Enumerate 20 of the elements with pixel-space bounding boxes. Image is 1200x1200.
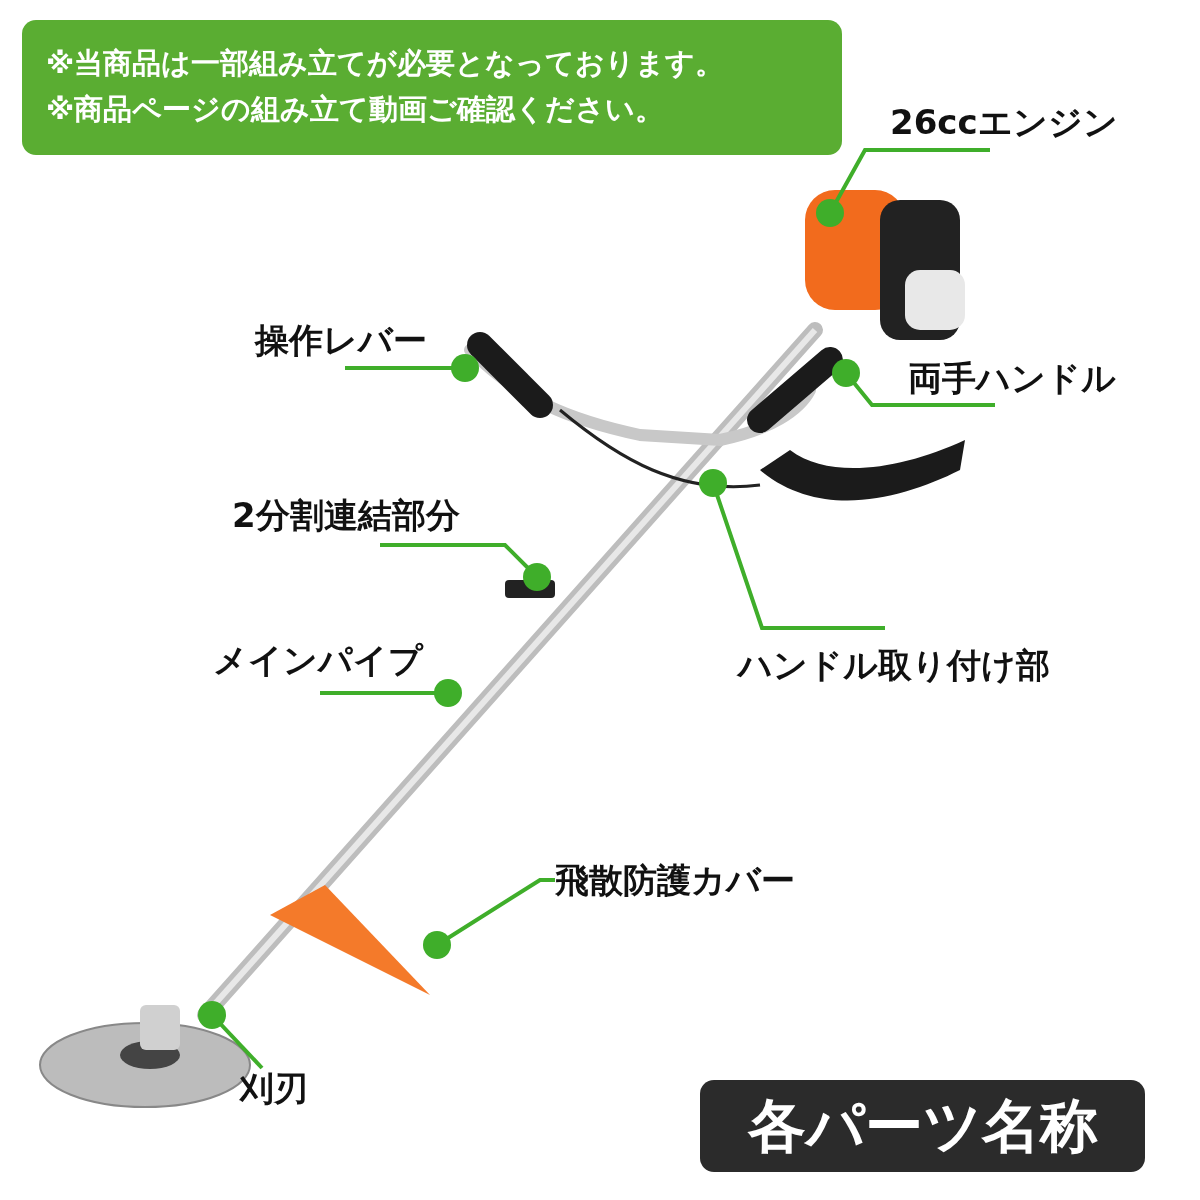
part-label: 刈刃 (240, 1068, 308, 1108)
part-label: ハンドル取り付け部 (738, 645, 1050, 685)
leader-line (832, 359, 995, 407)
leader-line (198, 1001, 264, 1070)
title-banner: 各パーツ名称 (700, 1080, 1145, 1172)
part-label: 2分割連結部分 (232, 495, 460, 535)
leader-line (380, 543, 551, 591)
leader-line (816, 148, 990, 227)
leader-line (423, 878, 555, 959)
leader-line (699, 469, 885, 630)
part-label: 両手ハンドル (908, 358, 1116, 398)
leader-line (320, 679, 462, 707)
notice-text: ※商品ページの組み立て動画ご確認ください。 (46, 91, 666, 128)
part-label: 飛散防護カバー (555, 860, 795, 900)
leader-line (345, 354, 479, 382)
part-label: 26ccエンジン (890, 102, 1118, 142)
part-label: 操作レバー (255, 320, 427, 360)
part-label: メインパイプ (213, 640, 423, 680)
notice-banner (22, 20, 842, 155)
notice-text: ※当商品は一部組み立てが必要となっております。 (46, 45, 726, 82)
